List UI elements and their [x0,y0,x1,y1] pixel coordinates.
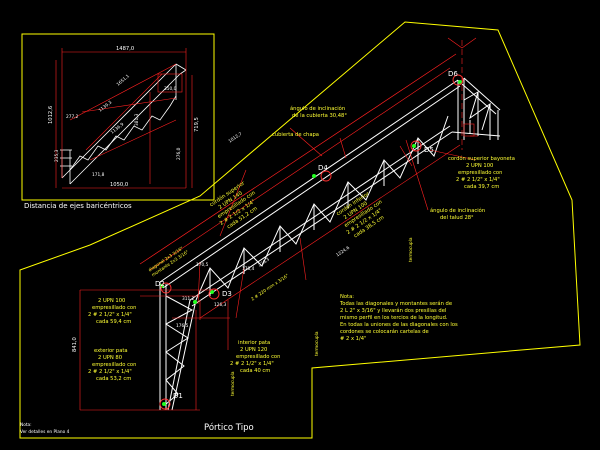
slope-value: de la cubierta 30,48° [292,113,347,119]
footer-note-2: Ver detalles en Plano 4 [20,429,70,435]
note-line-4: En todas la uniones de las diagonales co… [340,322,458,328]
inner-leg-2: 2 UPN 120 [240,347,267,353]
slope-title: ángulo de inclinación [290,105,345,112]
inset-height-left: 1012,6 [48,106,54,124]
slope-angle-2: del talud 28° [440,215,474,221]
left-col-1: 2 UPN 100 [98,298,125,304]
note-title: Nota: [340,294,354,300]
left-col-3: 2 # 2 1/2" x 1/4" [88,312,132,318]
main-title: Pórtico Tipo [204,422,254,433]
inset-dimensions [55,48,193,189]
inner-leg-5: cada 40 cm [240,368,270,374]
dim-2: 1012,7 [227,131,243,145]
inner-leg-4: 2 # 2 1/2" x 1/4" [230,361,274,367]
inner-leg-3: empresillado con [236,354,280,360]
upper-bayonet-5: cada 39,7 cm [464,184,499,190]
left-col-2: empresillado con [92,305,136,311]
footer-note-1: Nota: [20,422,32,428]
inset-dim-a: 277,2 [66,114,79,120]
termocupla-label-1: termocupla [408,237,414,262]
node-d2-label: D2 [155,280,165,288]
upper-bayonet-3: empresillado con [458,170,502,176]
note-line-6: # 2 x 1/4" [340,336,366,342]
outer-leg-2: 2 UPN 80 [98,355,122,361]
roof-sheet-line [139,53,457,265]
dim-5: 170,5 [196,262,209,268]
termocupla-label-2: termocupla [314,331,320,356]
inset-height-right: 719,5 [194,117,200,132]
node-circles [159,74,464,410]
inset-dim-h: 171,8 [92,172,105,178]
node-d1-label: D1 [173,392,183,400]
outer-leg-3: empresillado con [92,362,136,368]
dim-left-height: 841,0 [72,337,78,352]
note-line-5: cordones se colocarán cartelas de [340,328,429,335]
inset-dim-d: 381,3 [134,113,140,126]
inset-dim-e: 350,0 [164,86,177,92]
inset-dim-f: 276,0 [176,147,182,160]
upper-bayonet-4: 2 # 2 1/2" x 1/4" [456,177,500,183]
inset-dim-g: 235,3 [54,149,60,162]
note-block: Nota: Todas las diagonales y montantes s… [339,294,458,342]
inset-bottom-dim: 1050,0 [110,182,128,188]
upper-bayonet-1: cordón superior bayoneta [448,155,515,162]
left-col-4: cada 59,4 cm [96,319,131,325]
roof-sheet-label: cubierta de chapa [272,132,319,138]
site-boundary [19,21,581,439]
dim-left-width: 311,2 [182,296,195,302]
inset-diag-dim: 1651,1 [115,73,131,87]
main-dimensions [79,37,478,411]
termocupla-label-3: termocupla [230,371,236,396]
inset-width-dim: 1487,0 [116,46,134,52]
note-line-3: mismo perfil en los tercios de la longit… [340,315,448,321]
dim-7: 126,3 [214,302,227,308]
node-d3-label: D3 [222,290,232,298]
dim-3: 1224,6 [335,245,351,259]
outer-leg-4: 2 # 2 1/2" x 1/4" [88,369,132,375]
inset-title: Distancia de ejes baricéntricos [24,202,132,210]
node-d4-label: D4 [318,164,328,172]
node-d6-label: D6 [448,70,458,78]
outer-leg-5: cada 53,2 cm [96,376,131,382]
slope-angle-1: ángulo de inclinación [430,207,485,214]
note-line-1: Todas las diagonales y montantes serán d… [339,300,452,307]
main-truss [159,77,501,411]
dim-6: 178,4 [242,266,255,272]
dim-1: 176,5 [176,323,189,329]
inner-leg-1: interior pata [238,340,270,346]
joint-markers [160,80,462,406]
upper-bayonet-2: 2 UPN 100 [466,163,493,169]
inset-frame [21,33,215,201]
note-line-2: 2 L 2" x 3/16" y llevarán dos presillas … [340,307,446,314]
outer-leg-1: exterior pata [94,348,128,354]
web-label-3: 2 # 220 mm x 3/16" [250,273,290,303]
node-d5-label: D5 [424,146,434,154]
